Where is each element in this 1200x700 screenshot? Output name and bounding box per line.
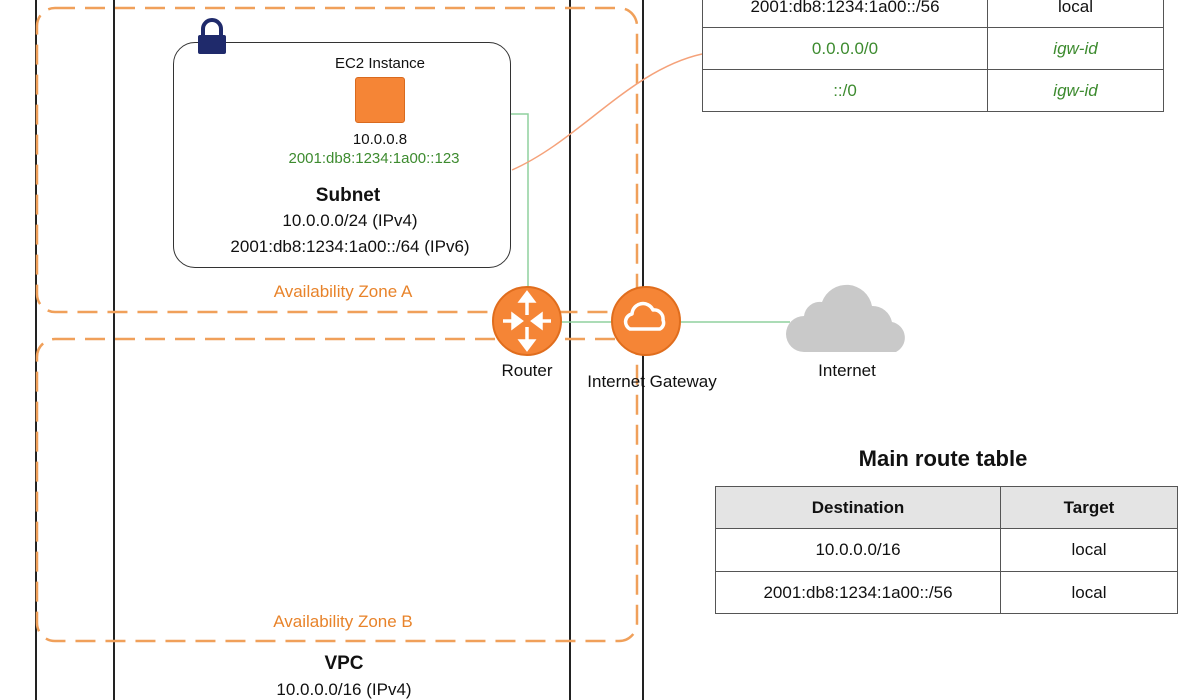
target-column-header: Target xyxy=(1000,486,1178,529)
internet-label: Internet xyxy=(818,361,876,380)
route-destination-cell: 0.0.0.0/0 xyxy=(702,27,988,70)
route-target-cell: local xyxy=(1000,528,1178,572)
route-target-cell: local xyxy=(987,0,1164,28)
route-target-cell: igw-id xyxy=(987,69,1164,112)
availability-zone-a-label: Availability Zone A xyxy=(273,282,413,301)
table-row: 2001:db8:1234:1a00::/56 local xyxy=(715,571,1178,614)
table-row: 2001:db8:1234:1a00::/56 local xyxy=(702,0,1164,28)
internet-gateway-label: Internet Gateway xyxy=(587,372,717,391)
router-label: Router xyxy=(501,361,553,380)
custom-route-table: 2001:db8:1234:1a00::/56 local 0.0.0.0/0 … xyxy=(702,0,1164,112)
cloud-icon xyxy=(786,284,905,352)
route-destination-cell: ::/0 xyxy=(702,69,988,112)
instance-label: EC2 Instance xyxy=(334,55,426,72)
ec2-instance-icon[interactable] xyxy=(355,77,405,123)
table-row: 0.0.0.0/0 igw-id xyxy=(702,27,1164,70)
table-header-row: Destination Target xyxy=(715,486,1178,529)
internet-gateway-icon[interactable] xyxy=(610,285,682,357)
instance-ipv4-address: 10.0.0.8 xyxy=(352,131,408,148)
subnet-ipv6-cidr: 2001:db8:1234:1a00::/64 (IPv6) xyxy=(230,237,470,256)
availability-zone-b-label: Availability Zone B xyxy=(273,612,413,631)
subnet-box xyxy=(173,42,511,268)
subnet-ipv4-cidr: 10.0.0.0/24 (IPv4) xyxy=(282,211,418,230)
availability-zone-b-box xyxy=(35,337,639,643)
vpc-cidr: 10.0.0.0/16 (IPv4) xyxy=(276,680,412,699)
route-target-cell: local xyxy=(1000,571,1178,614)
table-row: ::/0 igw-id xyxy=(702,69,1164,112)
instance-ipv6-address: 2001:db8:1234:1a00::123 xyxy=(288,150,460,167)
subnet-to-route-table-connector xyxy=(511,53,703,171)
lock-icon xyxy=(198,18,226,54)
destination-column-header: Destination xyxy=(715,486,1001,529)
main-route-table-title: Main route table xyxy=(858,446,1028,471)
vpc-title: VPC xyxy=(324,653,364,674)
table-row: 10.0.0.0/16 local xyxy=(715,528,1178,572)
main-route-table: Destination Target 10.0.0.0/16 local 200… xyxy=(715,486,1178,614)
router-icon[interactable] xyxy=(491,285,563,357)
availability-zone-a-box xyxy=(35,6,639,314)
route-destination-cell: 2001:db8:1234:1a00::/56 xyxy=(702,0,988,28)
subnet-title: Subnet xyxy=(315,185,381,206)
route-target-cell: igw-id xyxy=(987,27,1164,70)
route-destination-cell: 10.0.0.0/16 xyxy=(715,528,1001,572)
route-destination-cell: 2001:db8:1234:1a00::/56 xyxy=(715,571,1001,614)
